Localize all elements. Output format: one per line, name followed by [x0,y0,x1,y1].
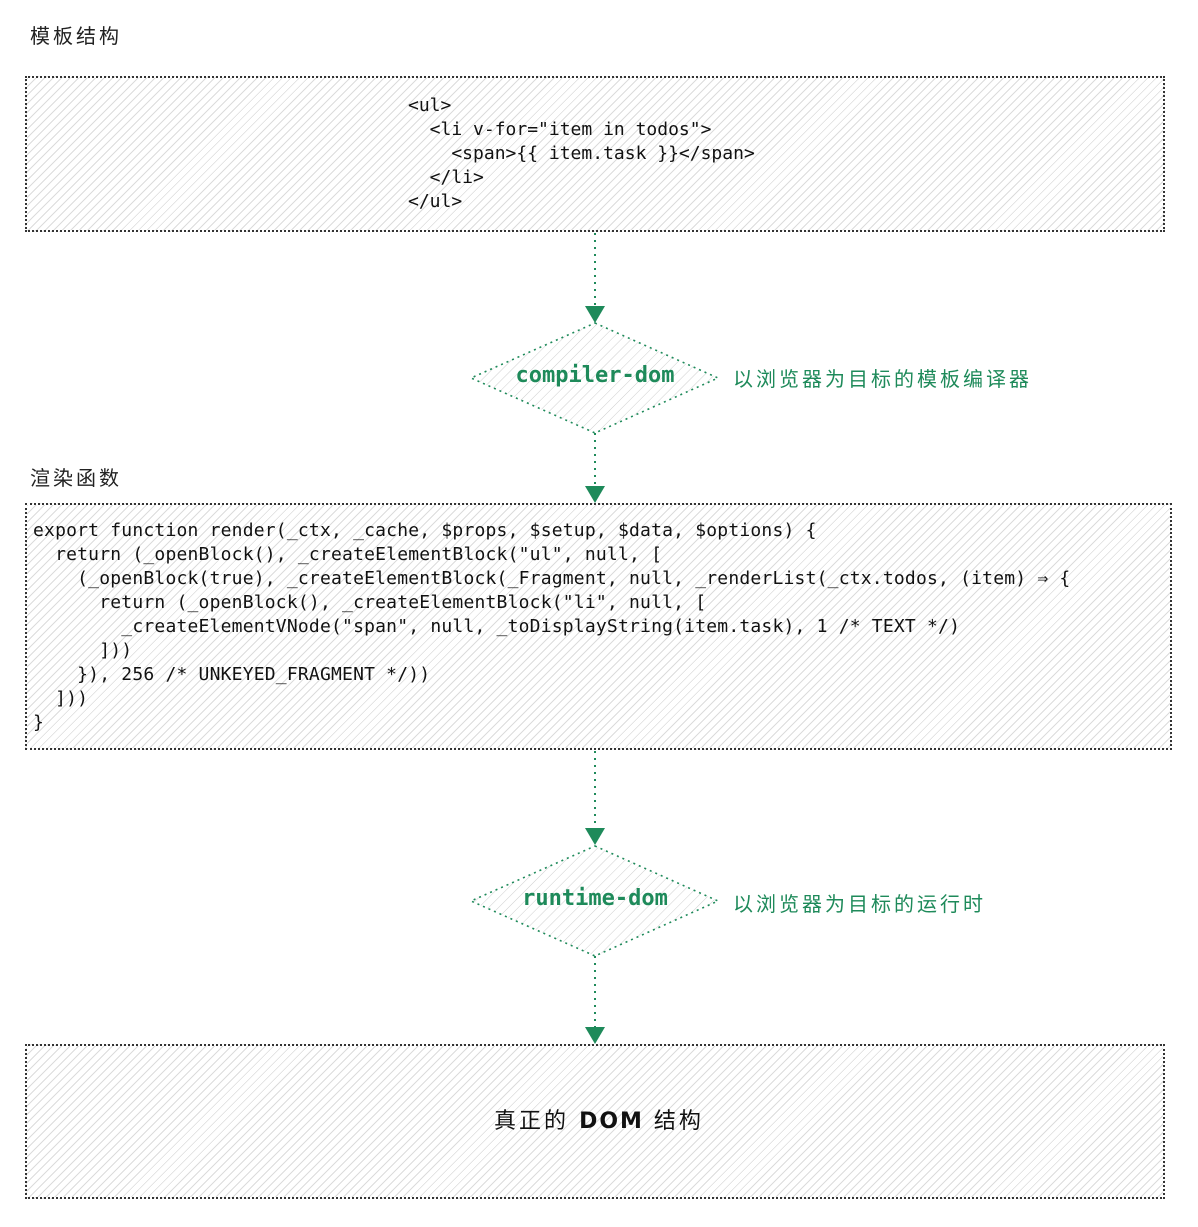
runtime-dom-diamond [469,845,720,957]
final-text-after: 结构 [653,1109,704,1134]
template-code: <ul> <li v-for="item in todos"> <span>{{… [408,95,755,212]
template-section-label: 模板结构 [30,24,122,48]
final-text-dom: DOM [579,1109,644,1134]
render-function-code: export function render(_ctx, _cache, $pr… [33,520,1071,733]
template-code-box [25,76,1165,232]
runtime-dom-label: runtime-dom [522,886,668,911]
final-dom-label: 真正的 DOM 结构 [0,1103,1198,1135]
arrowhead-4 [585,1027,605,1044]
arrowhead-2 [585,486,605,503]
final-text-before: 真正的 [494,1109,570,1134]
runtime-dom-note: 以浏览器为目标的运行时 [733,892,986,916]
compiler-dom-label: compiler-dom [515,363,675,388]
final-dom-box [25,1044,1165,1199]
compiler-dom-diamond [469,322,720,434]
arrowhead-1 [585,306,605,323]
compiler-dom-note: 以浏览器为目标的模板编译器 [733,367,1032,391]
render-code-box [25,503,1172,750]
arrowhead-3 [585,828,605,845]
render-section-label: 渲染函数 [30,466,122,490]
